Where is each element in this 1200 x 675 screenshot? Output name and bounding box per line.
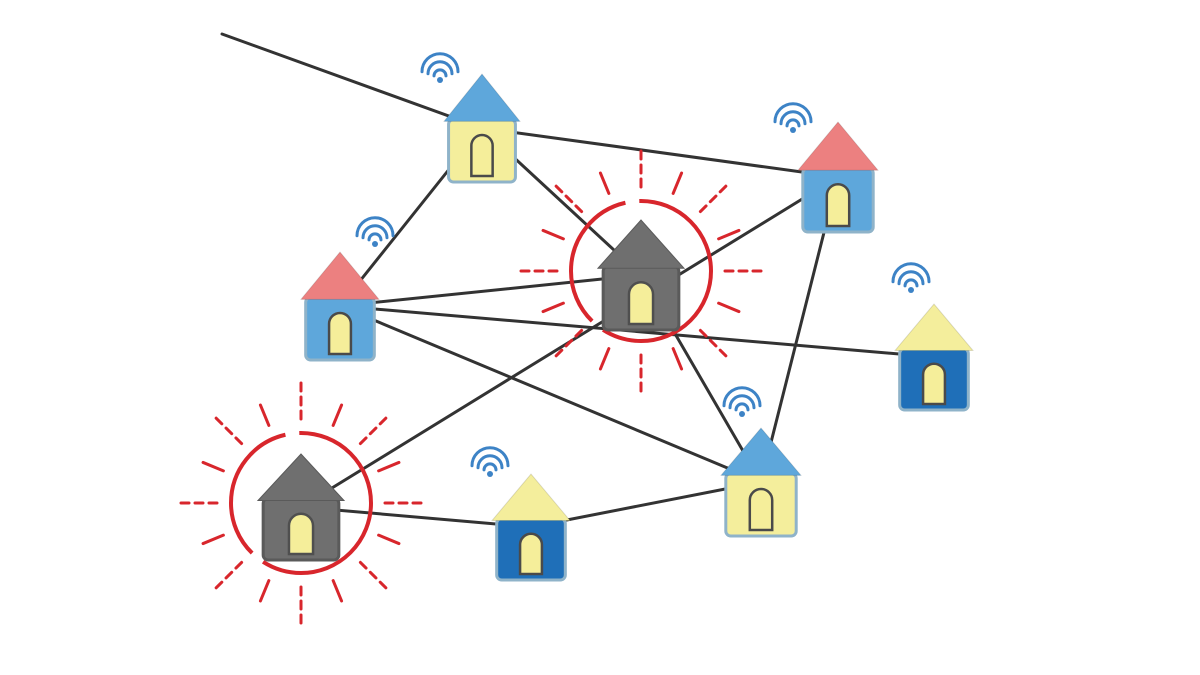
alert-ray <box>258 403 271 427</box>
alert-ray <box>598 171 611 195</box>
wifi-icon <box>470 446 510 477</box>
house-door <box>825 183 851 228</box>
alert-ray <box>331 403 344 427</box>
house-door <box>748 487 774 532</box>
house-h5 <box>891 262 975 412</box>
alert-ring <box>569 199 713 343</box>
house-roof <box>796 121 880 171</box>
alert-ray <box>717 228 741 241</box>
alert-ring <box>229 431 373 575</box>
alert-ray <box>214 416 244 446</box>
house-roof <box>596 219 686 269</box>
house-h3 <box>299 216 395 362</box>
alert-ray <box>258 579 271 603</box>
alert-ray <box>214 560 244 590</box>
alert-ray <box>698 184 728 214</box>
alert-ray <box>358 560 388 590</box>
alert-ray <box>554 328 584 358</box>
house-door <box>470 133 494 178</box>
wifi-icon <box>891 262 931 293</box>
house-door <box>327 311 353 356</box>
house-h7 <box>256 453 346 562</box>
alert-ray <box>671 171 684 195</box>
house-h6 <box>719 386 803 538</box>
link-h3-h6 <box>338 304 763 484</box>
house-roof <box>719 427 803 476</box>
alert-ray <box>541 301 565 314</box>
house-door <box>287 512 315 556</box>
house-roof <box>299 251 381 300</box>
alert-ray <box>201 533 225 546</box>
alert-ray <box>377 533 401 546</box>
wifi-icon <box>722 386 762 417</box>
wifi-icon <box>773 102 813 133</box>
house-door <box>627 280 655 326</box>
house-h2 <box>773 102 880 234</box>
houses-layer <box>256 52 975 582</box>
house-door <box>921 362 947 406</box>
wifi-icon <box>420 52 460 83</box>
alert-ray <box>554 184 584 214</box>
alert-ray <box>598 347 611 371</box>
alert-ray <box>717 301 741 314</box>
link-h8-h6 <box>529 480 763 529</box>
alert-ray <box>331 579 344 603</box>
alerts-layer <box>179 149 763 625</box>
alert-ray <box>671 347 684 371</box>
house-roof <box>893 303 975 352</box>
house-h4 <box>596 219 686 332</box>
alert-ray <box>377 460 401 473</box>
house-h1 <box>420 52 522 184</box>
house-h8 <box>470 446 572 582</box>
offline-alert-h7 <box>179 381 423 625</box>
alert-ray <box>698 328 728 358</box>
house-roof <box>490 473 572 522</box>
alert-ray <box>541 228 565 241</box>
alert-ray <box>201 460 225 473</box>
offline-alert-h4 <box>519 149 763 393</box>
link-ext-h1 <box>220 32 484 130</box>
link-h3-h4 <box>338 273 643 308</box>
alert-ray <box>358 416 388 446</box>
house-roof <box>442 73 522 122</box>
wifi-icon <box>355 216 395 247</box>
house-door <box>518 532 544 576</box>
house-roof <box>256 453 346 502</box>
link-h1-h2 <box>480 126 840 179</box>
